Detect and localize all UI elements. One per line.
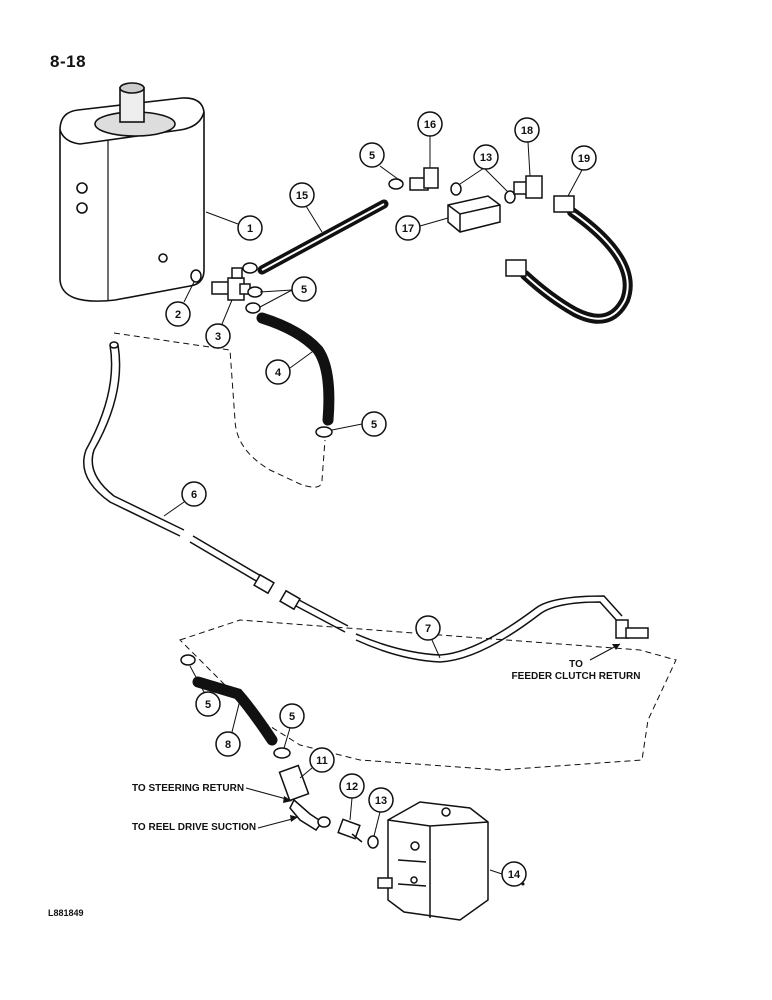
drawing-code: L881849: [48, 908, 84, 918]
routing-outline-lower: [179, 619, 677, 771]
callout-5-c: 5: [331, 411, 387, 437]
callout-5-a: 5: [359, 142, 403, 183]
callout-2: 2: [165, 281, 195, 327]
svg-text:13: 13: [375, 795, 387, 807]
callout-4: 4: [265, 351, 313, 385]
hose-19: [505, 195, 633, 324]
svg-text:19: 19: [578, 153, 590, 165]
svg-text:12: 12: [346, 781, 358, 793]
hose-4: [256, 312, 335, 426]
steering-return-label: TO STEERING RETURN: [132, 783, 244, 794]
tee-fitting-3: [211, 267, 251, 301]
svg-text:5: 5: [369, 150, 375, 162]
valve-14: [377, 801, 489, 921]
routing-outline-upper: [113, 332, 326, 488]
reservoir-tank: [59, 82, 205, 302]
feeder-label-line2: FEEDER CLUTCH RETURN: [512, 671, 641, 682]
page-number: 8-18: [50, 52, 87, 71]
callout-19: 19: [567, 145, 597, 197]
svg-text:3: 3: [215, 331, 221, 343]
callout-5-d: 5: [189, 665, 221, 717]
callout-6: 6: [163, 481, 207, 517]
svg-text:8: 8: [225, 739, 231, 751]
svg-text:15: 15: [296, 190, 308, 202]
callout-12: 12: [339, 773, 365, 821]
reel-drive-suction-label: TO REEL DRIVE SUCTION: [132, 822, 256, 833]
hose-clamps-5: [180, 178, 404, 759]
svg-text:16: 16: [424, 119, 436, 131]
callout-17: 17: [395, 215, 449, 241]
block-17: [447, 195, 501, 233]
tube-6: [82, 341, 349, 633]
svg-text:1: 1: [247, 223, 253, 235]
tee-fitting-11: [278, 764, 331, 832]
svg-text:17: 17: [402, 223, 414, 235]
svg-text:7: 7: [425, 623, 431, 635]
callout-3: 3: [205, 299, 233, 349]
callout-8: 8: [215, 699, 241, 757]
svg-text:13: 13: [480, 152, 492, 164]
o-rings-13: [450, 182, 516, 204]
svg-text:14: 14: [508, 869, 521, 881]
callout-13-a: 13: [459, 144, 509, 193]
elbow-fitting-16: [409, 167, 439, 191]
elbow-fitting-18: [513, 175, 543, 199]
svg-text:5: 5: [205, 699, 211, 711]
svg-text:11: 11: [316, 755, 328, 767]
svg-text:5: 5: [289, 711, 295, 723]
callout-11: 11: [299, 747, 335, 779]
svg-text:6: 6: [191, 489, 197, 501]
callout-13-b: 13: [368, 787, 394, 837]
washer-2: [190, 269, 202, 283]
tube-7: [355, 595, 649, 663]
callout-18: 18: [514, 117, 540, 177]
svg-text:5: 5: [371, 419, 377, 431]
svg-text:18: 18: [521, 125, 533, 137]
feeder-label-line1: TO: [569, 659, 583, 670]
callout-7: 7: [415, 615, 441, 659]
svg-text:2: 2: [175, 309, 181, 321]
svg-text:4: 4: [275, 367, 282, 379]
callout-15: 15: [289, 182, 323, 233]
callout-5-e: 5: [279, 703, 305, 749]
callout-16: 16: [417, 111, 443, 168]
o-ring-13-lower: [367, 835, 379, 849]
hose-8: [192, 676, 278, 746]
callout-14: 14: [489, 861, 527, 887]
svg-text:5: 5: [301, 284, 307, 296]
callout-5-b: 5: [259, 276, 317, 308]
callout-1: 1: [205, 211, 263, 241]
fitting-12: [337, 818, 363, 843]
